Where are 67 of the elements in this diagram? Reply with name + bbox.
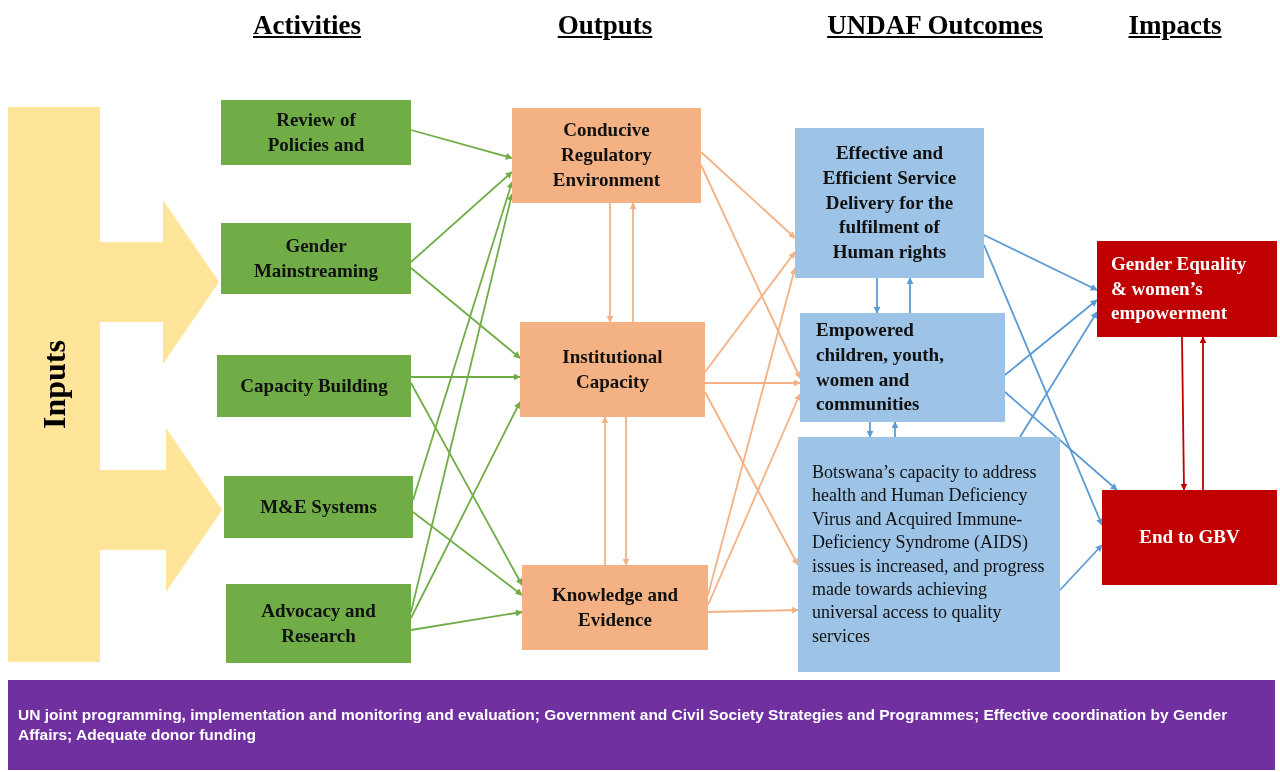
box-label: Botswana’s capacity to address health and Human Deficiency Virus and Acquired Immune-Deficiency Syndrome (AIDS) issues is increased, and progress made towards achieving universal access to quality services — [812, 460, 1046, 648]
arrow — [412, 511, 523, 596]
arrow — [707, 393, 801, 606]
arrow — [707, 606, 799, 614]
process-box — [1097, 241, 1277, 337]
arrow — [704, 379, 801, 387]
arrow — [410, 609, 523, 631]
process-box — [226, 584, 411, 663]
arrow — [629, 202, 637, 323]
process-box — [520, 322, 705, 417]
box-label: Advocacy and Research — [260, 598, 377, 648]
block-arrow — [100, 200, 219, 364]
arrow — [1180, 336, 1188, 491]
arrow — [906, 277, 914, 314]
arrow — [410, 401, 521, 619]
box-label: Inputs — [35, 340, 73, 429]
arrow — [700, 151, 796, 239]
box-label: Institutional Capacity — [561, 344, 664, 394]
box-label: Gender Mainstreaming — [252, 233, 380, 283]
arrow — [601, 416, 609, 566]
process-box — [798, 437, 1060, 672]
arrow — [410, 267, 521, 359]
arrow — [1004, 391, 1118, 491]
box-label: Review of Policies and — [266, 107, 366, 157]
box-label: End to GBV — [1139, 525, 1240, 550]
arrow — [983, 234, 1098, 291]
arrow — [873, 277, 881, 314]
process-box — [217, 355, 411, 417]
process-box — [795, 128, 984, 278]
arrow — [622, 416, 630, 566]
input-bar — [8, 107, 100, 662]
arrow — [866, 421, 874, 438]
arrow — [1019, 311, 1098, 438]
arrow — [704, 391, 799, 566]
arrow — [700, 164, 801, 379]
arrow — [1059, 544, 1103, 591]
box-label: Effective and Efficient Service Delivery for the fulfilment of Human rights — [821, 141, 958, 265]
arrow — [410, 373, 521, 381]
arrow — [410, 171, 513, 263]
arrow — [410, 129, 513, 160]
process-box — [800, 313, 1005, 422]
box-label: Gender Equality & women’s empowerment — [1111, 251, 1248, 326]
column-heading: Outputs — [557, 10, 653, 41]
column-heading: Activities — [253, 10, 361, 41]
box-label: Knowledge and Evidence — [550, 582, 680, 632]
box-label: Capacity Building — [240, 373, 388, 398]
arrow — [891, 421, 899, 438]
arrow — [1199, 336, 1207, 491]
process-box — [1102, 490, 1277, 585]
process-box — [221, 100, 411, 165]
arrow — [410, 382, 523, 586]
box-label: UN joint programming, implementation and monitoring and evaluation; Government and Civil Society Strategies and Programmes; Effective coordination by Gender Affairs; Adequate donor funding — [18, 704, 1229, 745]
assumptions-band — [8, 680, 1275, 770]
process-box — [512, 108, 701, 203]
box-label: Empowered children, youth, women and communities — [816, 318, 945, 417]
box-label: Conducive Regulatory Environment — [551, 118, 662, 192]
arrow — [606, 202, 614, 323]
box-label: M&E Systems — [260, 494, 377, 519]
arrow — [704, 251, 796, 373]
column-heading: Impacts — [1128, 10, 1222, 41]
column-heading: UNDAF Outcomes — [827, 10, 1043, 41]
process-box — [224, 476, 413, 538]
process-box — [522, 565, 708, 650]
process-box — [221, 223, 411, 294]
arrow — [983, 244, 1103, 526]
arrow — [1004, 299, 1098, 376]
block-arrow — [100, 428, 222, 592]
